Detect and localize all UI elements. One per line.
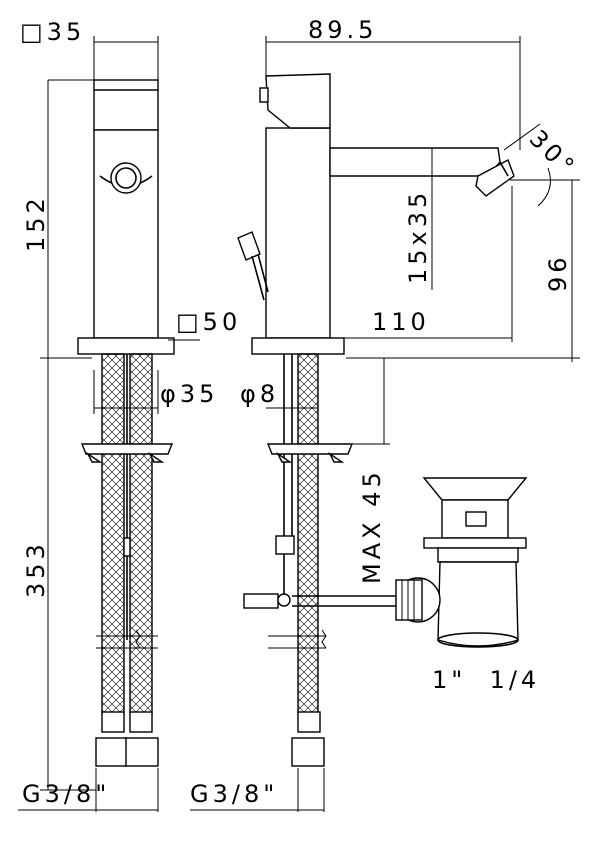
side-fixing-plate: [266, 443, 354, 455]
side-spout: [329, 147, 501, 177]
front-nut-left: [101, 711, 125, 733]
dim-spout-section: 15x35: [404, 189, 432, 284]
dim-hose-length: 353: [22, 540, 50, 598]
front-view: [77, 79, 175, 767]
front-lever: [93, 79, 159, 131]
dim-waste-size: 1" 1/4: [432, 666, 540, 694]
front-fixing-plate: [80, 443, 174, 455]
side-view: [237, 73, 515, 767]
dim-spout-height: 96: [544, 253, 572, 292]
dim-height-body: 152: [22, 194, 50, 252]
dim-base-square: □50: [176, 308, 241, 336]
dim-body-square: □35: [20, 18, 85, 46]
front-dimensions: [18, 36, 200, 812]
dim-connection-right: G3/8": [190, 780, 278, 808]
waste-flange: [422, 477, 528, 501]
dim-spout-angle: 30°: [524, 124, 582, 182]
dim-spout-length: 110: [372, 308, 430, 336]
side-lever: [265, 73, 331, 129]
side-dimensions: [190, 36, 580, 812]
front-body: [93, 129, 159, 339]
dim-total-width: 89.5: [308, 16, 377, 44]
pull-rod: [237, 231, 261, 261]
waste-view: [395, 477, 528, 648]
dim-rod-diameter: φ8: [240, 380, 279, 408]
side-base: [251, 337, 345, 355]
side-nut: [297, 711, 321, 733]
front-nut-right: [129, 711, 153, 733]
dim-hose-diameter: φ35: [160, 380, 218, 408]
side-body: [265, 127, 331, 339]
dim-connection-left: G3/8": [22, 780, 110, 808]
rod-clamp: [243, 593, 279, 609]
dim-max-deck: MAX 45: [358, 468, 386, 584]
front-base: [77, 337, 175, 355]
